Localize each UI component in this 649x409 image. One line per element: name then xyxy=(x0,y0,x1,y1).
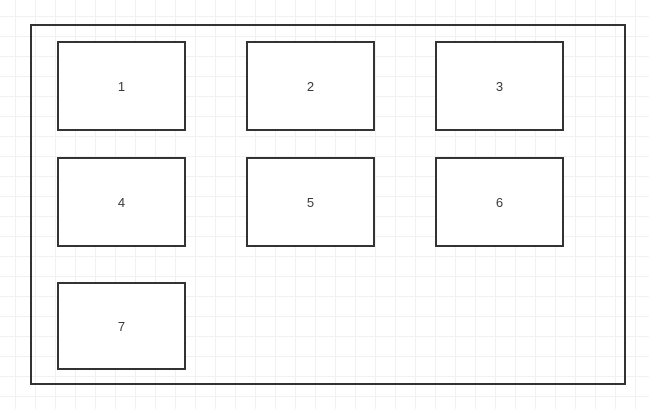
box-label: 2 xyxy=(306,78,315,94)
box-6[interactable]: 6 xyxy=(435,157,564,247)
box-label: 6 xyxy=(495,194,504,210)
box-1[interactable]: 1 xyxy=(57,41,186,131)
outer-container[interactable] xyxy=(30,24,626,385)
box-label: 1 xyxy=(117,78,126,94)
box-5[interactable]: 5 xyxy=(246,157,375,247)
box-3[interactable]: 3 xyxy=(435,41,564,131)
box-label: 5 xyxy=(306,194,315,210)
box-label: 7 xyxy=(117,318,126,334)
box-4[interactable]: 4 xyxy=(57,157,186,247)
box-2[interactable]: 2 xyxy=(246,41,375,131)
box-label: 4 xyxy=(117,194,126,210)
box-label: 3 xyxy=(495,78,504,94)
box-7[interactable]: 7 xyxy=(57,282,186,370)
